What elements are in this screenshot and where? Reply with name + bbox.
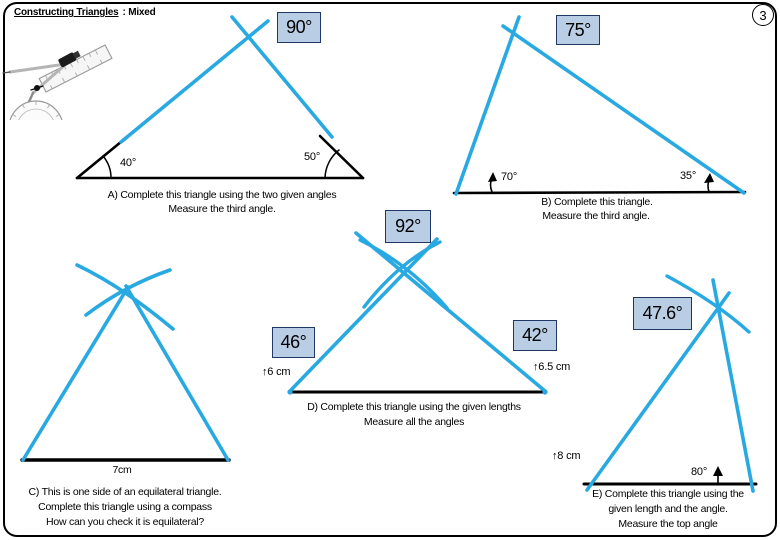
drawing-tools-icon [2, 44, 113, 120]
angle-label-a-left: 40° [120, 157, 137, 169]
triangle-d-compass-arc-right [358, 238, 449, 310]
answer-box-d-top: 92° [385, 210, 431, 243]
protractor-icon [9, 100, 63, 120]
instruction-e-line2: given length and the angle. [608, 503, 728, 515]
length-label-d-left: ↑6 cm [262, 366, 291, 378]
answer-box-d-left: 46° [272, 327, 315, 358]
triangle-e-right-side [711, 278, 755, 493]
triangle-c-compass-arc-2 [84, 268, 172, 317]
triangle-c-left-side [21, 285, 130, 462]
triangle-d-right-side [354, 231, 547, 393]
triangle-b-left-angle-arrowhead [488, 172, 497, 182]
triangle-e-compass-arc [665, 274, 751, 334]
triangle-b-base-line [452, 190, 747, 195]
triangle-a-left-angle-arc [102, 155, 112, 179]
answer-box-d-right-value: 42° [522, 325, 548, 345]
instruction-c-line3: How can you check it is equilateral? [46, 516, 204, 528]
triangle-a-left-given-segment [75, 135, 129, 180]
length-label-c: 7cm [112, 464, 132, 476]
answer-box-a: 90° [277, 12, 321, 43]
angle-label-a-right: 50° [304, 151, 321, 163]
instruction-e-line3: Measure the top angle [618, 518, 718, 530]
answer-box-e: 47.6° [633, 297, 692, 330]
page-title-main: Constructing Triangles [14, 7, 119, 18]
answer-box-d-left-value: 46° [280, 332, 307, 352]
answer-box-b-value: 75° [565, 19, 591, 40]
triangle-a-right-angle-arc [324, 149, 340, 179]
triangle-d-compass-arc-left [362, 240, 442, 309]
answer-box-e-value: 47.6° [642, 303, 683, 323]
triangle-b-right-angle-arrowhead [704, 173, 714, 183]
answer-box-a-value: 90° [286, 17, 312, 37]
triangle-b-left-construction-line [454, 15, 521, 196]
instruction-c-line2: Complete this triangle using a compass [38, 501, 212, 513]
length-label-e: ↑8 cm [552, 450, 581, 462]
angle-label-b-right: 35° [680, 170, 697, 182]
triangle-e-angle-arrowhead [713, 466, 723, 476]
instruction-a-line1: A) Complete this triangle using the two … [107, 189, 337, 201]
page-title-suffix: : Mixed [122, 7, 156, 18]
instruction-b-line1: B) Complete this triangle. [541, 196, 653, 208]
instruction-d-line2: Measure all the angles [363, 416, 465, 428]
answer-box-d-right: 42° [513, 320, 557, 351]
instruction-e-line1: E) Complete this triangle using the [592, 488, 744, 500]
instruction-d-line1: D) Complete this triangle using the give… [307, 401, 521, 413]
triangle-b-right-construction-line [501, 24, 746, 195]
triangle-a-right-given-segment [318, 134, 365, 180]
instruction-a-line2: Measure the third angle. [168, 203, 276, 215]
page-number: 3 [759, 7, 767, 23]
page-number-badge: 3 [752, 4, 774, 26]
triangle-c-right-side [124, 284, 230, 462]
page-title: Constructing Triangles: Mixed [14, 7, 156, 18]
answer-box-d-top-value: 92° [395, 216, 421, 236]
triangle-e-left-side [585, 291, 731, 492]
angle-label-e: 80° [691, 466, 708, 478]
answer-box-b: 75° [556, 15, 600, 45]
instruction-b-line2: Measure the third angle. [542, 210, 650, 222]
length-label-d-right: ↑6.5 cm [533, 361, 571, 373]
triangle-d-left-side [288, 237, 439, 393]
triangle-a-left-construction-line [119, 19, 270, 144]
triangle-a-right-construction-line [230, 15, 334, 139]
compass-icon [2, 50, 81, 110]
angle-label-b-left: 70° [501, 171, 518, 183]
instruction-c-line1: C) This is one side of an equilateral tr… [28, 486, 222, 498]
